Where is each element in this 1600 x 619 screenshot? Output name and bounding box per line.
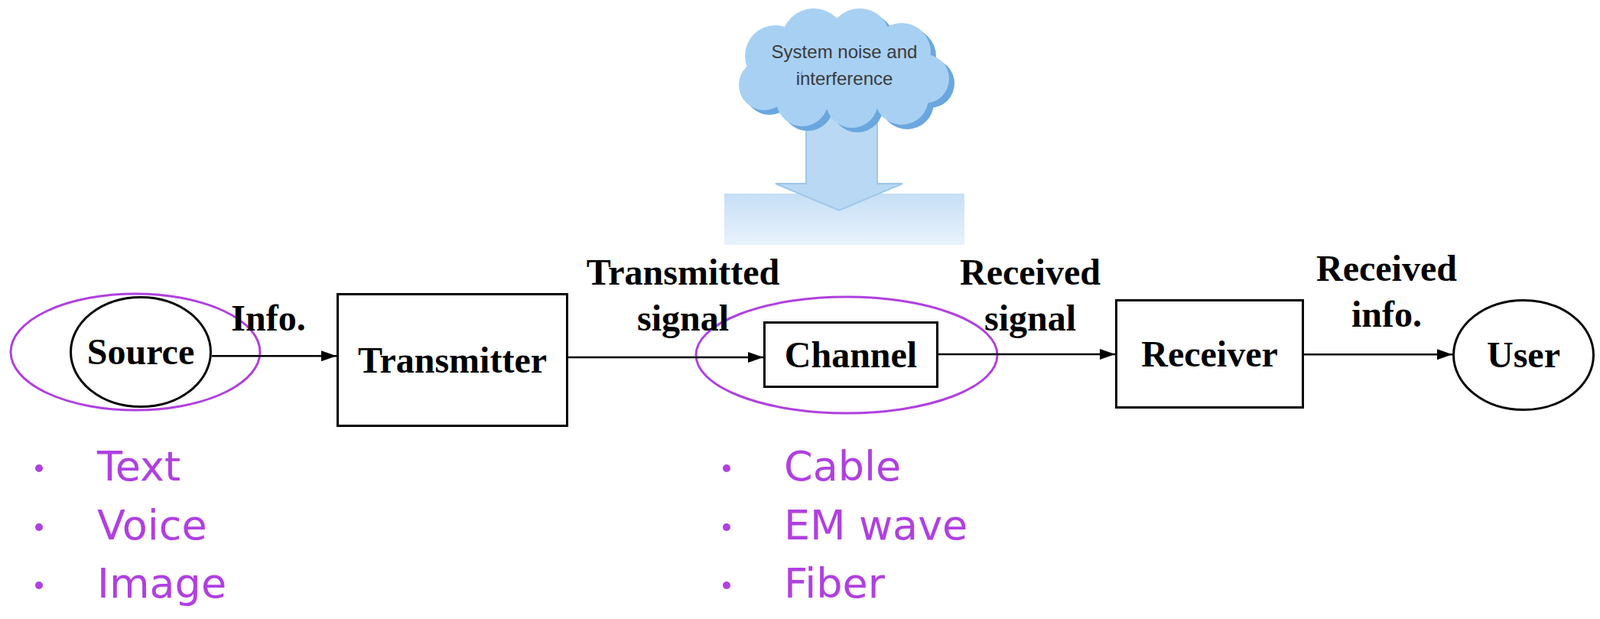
bullet-dot — [35, 523, 43, 531]
node-text-group: Source — [87, 329, 195, 374]
signal-arrow — [211, 354, 337, 358]
signal-label: Info. — [165, 295, 372, 342]
transmitter-box: Transmitter — [336, 292, 569, 427]
bullet-dot — [722, 464, 731, 472]
node-text-group: Channel — [784, 332, 918, 378]
cloud-text: System noise and interference — [767, 39, 921, 93]
signal-label: Received signal — [926, 249, 1134, 342]
highlight-ellipse — [10, 293, 261, 410]
bullet-item: Voice — [97, 504, 208, 547]
bullet-dot — [35, 464, 43, 472]
ellipse-shape — [1453, 300, 1594, 410]
cloud-body — [738, 8, 950, 128]
bullet-item: Cable — [783, 445, 901, 488]
noise-arrow — [775, 114, 903, 211]
signal-arrow — [1304, 353, 1453, 356]
noise-cloud: System noise and interference — [729, 9, 960, 128]
node-label: Receiver — [1141, 331, 1279, 377]
signal-label: Transmitted signal — [579, 249, 787, 342]
user-ellipse: User — [1452, 299, 1595, 411]
bullet-dot — [35, 581, 43, 589]
bullet-item: Fiber — [783, 562, 885, 605]
signal-arrow — [938, 353, 1116, 356]
node-text-group: Transmitter — [357, 338, 547, 383]
source-ellipse: Source — [69, 295, 212, 408]
node-label: Transmitter — [357, 338, 547, 383]
bullet-dot — [722, 581, 731, 589]
node-label: Channel — [784, 332, 918, 378]
ellipse-shape — [71, 297, 212, 407]
bullet-item: EM wave — [783, 504, 968, 547]
highlight-ellipse — [695, 296, 998, 414]
bullet-dot — [722, 523, 731, 531]
node-text-group: User — [1486, 332, 1561, 378]
signal-label: Received info. — [1283, 245, 1490, 338]
node-label: User — [1486, 332, 1561, 378]
node-text-group: Receiver — [1141, 331, 1279, 377]
bullet-item: Text — [97, 445, 181, 488]
signal-arrow — [568, 356, 764, 359]
channel-box: Channel — [763, 321, 939, 388]
node-text-group: System noise and interference — [767, 39, 921, 93]
cloud-puff — [738, 59, 790, 111]
bullet-item: Image — [97, 562, 227, 605]
receiver-box: Receiver — [1115, 299, 1305, 409]
node-label: Source — [87, 329, 195, 374]
